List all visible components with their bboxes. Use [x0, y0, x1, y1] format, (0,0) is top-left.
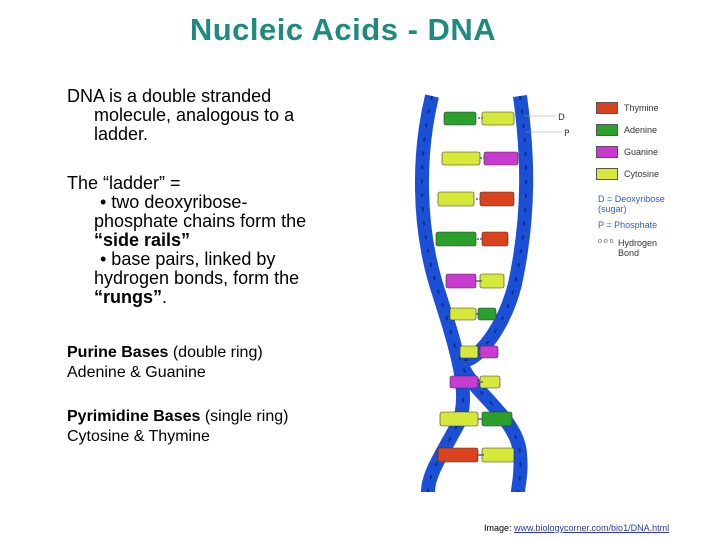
image-credit: Image: www.biologycorner.com/bio1/DNA.ht… — [484, 523, 669, 533]
bullet-2-line-c: “rungs”. — [67, 288, 337, 307]
guanine-swatch — [596, 146, 618, 158]
rung-3 — [437, 191, 515, 207]
legend-adenine-label: Adenine — [624, 125, 658, 135]
label-p: P — [564, 129, 570, 139]
pyrimidine-list: Cytosine & Thymine — [67, 428, 210, 445]
slide-title: Nucleic Acids - DNA — [189, 12, 497, 47]
rung-5 — [445, 273, 505, 289]
dna-helix-diagram: D P — [415, 94, 570, 493]
purine-label: Purine Bases — [67, 344, 169, 361]
pyrimidine-label: Pyrimidine Bases — [67, 408, 201, 425]
legend-cytosine-label: Cytosine — [624, 169, 660, 179]
intro-line-2: molecule, analogous to a — [94, 105, 295, 125]
purine-list: Adenine & Guanine — [67, 364, 206, 381]
credit-link[interactable]: www.biologycorner.com/bio1/DNA.html — [514, 523, 670, 533]
legend-hbond-2: Bond — [618, 248, 640, 258]
rung-4 — [435, 231, 509, 247]
purine-heading: Purine Bases (double ring) — [67, 343, 263, 363]
rung-10 — [437, 447, 515, 463]
legend-guanine: Guanine — [596, 146, 658, 158]
bullet-1-line-c: “side rails” — [94, 230, 191, 250]
intro-line-3: ladder. — [94, 124, 149, 144]
rungs-term: “rungs” — [94, 287, 163, 307]
legend-phosphate: P = Phosphate — [598, 220, 658, 230]
legend-deoxyribose-1: D = Deoxyribose — [598, 194, 665, 204]
legend-thymine: Thymine — [596, 102, 659, 114]
intro-paragraph: DNA is a double stranded molecule, analo… — [67, 87, 337, 144]
cytosine-swatch — [596, 168, 618, 180]
credit-prefix: Image: — [484, 523, 515, 533]
purine-block: Purine Bases (double ring) Adenine & Gua… — [67, 343, 263, 383]
legend-guanine-label: Guanine — [624, 147, 659, 157]
rung-8 — [449, 375, 501, 389]
legend-adenine: Adenine — [596, 124, 657, 136]
pyrimidine-heading: Pyrimidine Bases (single ring) — [67, 407, 288, 427]
rung-2 — [441, 151, 519, 166]
legend-deoxyribose-2: (sugar) — [598, 204, 627, 214]
ladder-heading: The “ladder” = — [67, 173, 181, 193]
bullet-1-line-a: • two deoxyribose- — [100, 192, 248, 212]
adenine-swatch — [596, 124, 618, 136]
rung-6 — [449, 307, 497, 321]
rung-9 — [439, 411, 513, 427]
legend-cytosine: Cytosine — [596, 168, 659, 180]
purine-detail: (double ring) — [168, 344, 263, 361]
bullet-2-line-a: • base pairs, linked by — [100, 249, 276, 269]
legend-thymine-label: Thymine — [624, 103, 659, 113]
ladder-paragraph: The “ladder” = • two deoxyribose- phosph… — [67, 174, 337, 307]
base-legend: Thymine Adenine Guanine Cytosine D = Deo… — [596, 100, 706, 260]
legend-hbond-1: Hydrogen — [618, 238, 658, 248]
pyrimidine-detail: (single ring) — [200, 408, 289, 425]
rung-1 — [443, 111, 515, 126]
label-d: D — [558, 113, 565, 123]
intro-line-1: DNA is a double stranded — [67, 86, 272, 106]
thymine-swatch — [596, 102, 618, 114]
rungs-period: . — [162, 287, 168, 307]
bullet-2-line-b: hydrogen bonds, form the — [94, 268, 300, 288]
bullet-1-line-b: phosphate chains form the — [94, 211, 307, 231]
pyrimidine-block: Pyrimidine Bases (single ring) Cytosine … — [67, 407, 288, 447]
legend-hbond-symbol: o o o — [598, 238, 614, 245]
rung-7 — [459, 345, 499, 359]
backbone-right — [453, 95, 534, 493]
